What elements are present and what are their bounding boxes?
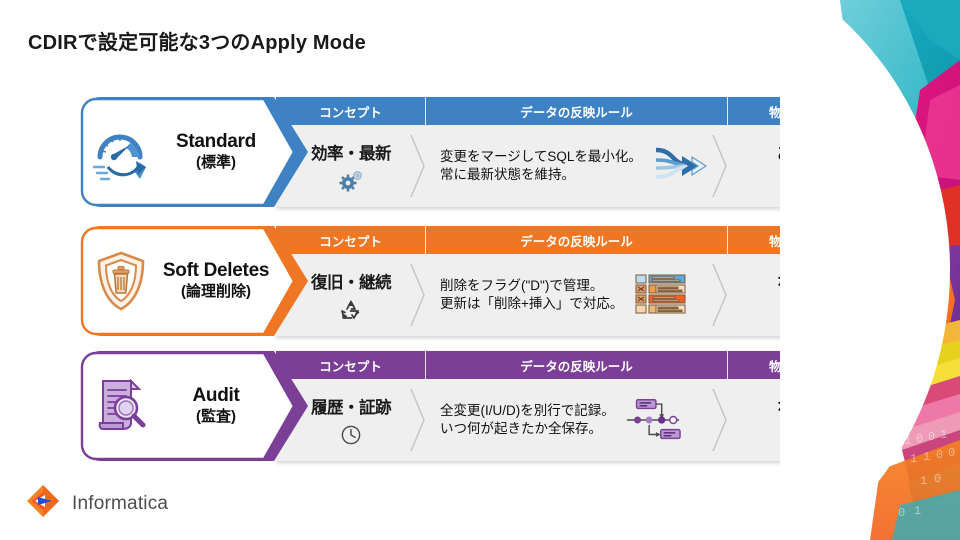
- concept-text: 効率・最新: [311, 145, 392, 163]
- brand-logo: Informatica: [26, 484, 168, 523]
- header-rule: データの反映ルール: [426, 226, 728, 254]
- svg-text:0: 0: [936, 448, 943, 462]
- clock-icon: [340, 424, 362, 446]
- concept-text: 復旧・継続: [311, 274, 392, 292]
- svg-text:1: 1: [904, 434, 911, 448]
- panel-body: 効率・最新: [276, 125, 860, 207]
- concept-text: 履歴・証跡: [311, 399, 392, 417]
- concept-cell: 履歴・証跡: [276, 379, 426, 461]
- mode-name-jp: (論理削除): [181, 282, 251, 300]
- svg-text:1: 1: [923, 450, 930, 464]
- mode-row-standard: コンセプト データの反映ルール 物理削除 効率・最新: [78, 97, 860, 207]
- flagged-records-icon: [633, 272, 689, 318]
- mode-name-en: Standard: [176, 130, 256, 152]
- mode-panel: コンセプト データの反映ルール 物理削除 復旧・継続: [276, 226, 860, 336]
- header-rule: データの反映ルール: [426, 97, 728, 125]
- gears-icon: [338, 170, 364, 192]
- svg-text:0: 0: [934, 472, 941, 486]
- svg-text:0: 0: [928, 430, 935, 444]
- document-magnifier-icon: [90, 371, 152, 441]
- speedometer-refresh-icon: [90, 117, 152, 187]
- mode-panel: コンセプト データの反映ルール 物理削除 効率・最新: [276, 97, 860, 207]
- card-shape: [80, 351, 308, 461]
- rule-cell: 全変更(I/U/D)を別行で記録。 いつ何が起きたか全保存。: [426, 379, 728, 461]
- mode-card-standard[interactable]: Standard (標準): [78, 97, 310, 207]
- concept-cell: 効率・最新: [276, 125, 426, 207]
- rule-text: 削除をフラグ("D")で管理。 更新は「削除+挿入」で対応。: [440, 277, 623, 313]
- svg-text:0: 0: [948, 446, 955, 460]
- svg-text:1: 1: [914, 504, 921, 518]
- rule-cell: 変更をマージしてSQLを最小化。 常に最新状態を維持。: [426, 125, 728, 207]
- column-divider-chevron: [712, 134, 727, 198]
- mode-card-soft-deletes[interactable]: Soft Deletes (論理削除): [78, 226, 310, 336]
- rule-text: 全変更(I/U/D)を別行で記録。 いつ何が起きたか全保存。: [440, 402, 615, 438]
- column-header-bar: コンセプト データの反映ルール 物理削除: [276, 226, 860, 254]
- recycle-icon: [338, 299, 364, 321]
- header-rule: データの反映ルール: [426, 351, 728, 379]
- panel-body: 履歴・証跡 全変更(I/U/D)を別行で記録。 いつ何が起きたか全保存。: [276, 379, 860, 461]
- page-title: CDIRで設定可能な3つのApply Mode: [28, 32, 366, 54]
- rule-cell: 削除をフラグ("D")で管理。 更新は「削除+挿入」で対応。: [426, 254, 728, 336]
- informatica-diamond-logo-icon: [26, 484, 60, 523]
- rule-line-2: いつ何が起きたか全保存。: [440, 421, 602, 436]
- shield-trash-icon: [90, 246, 152, 316]
- svg-text:0: 0: [916, 432, 923, 446]
- header-concept: コンセプト: [276, 351, 426, 379]
- mode-card-audit[interactable]: Audit (監査): [78, 351, 310, 461]
- column-header-bar: コンセプト データの反映ルール 物理削除: [276, 97, 860, 125]
- mode-name-jp: (標準): [196, 153, 236, 171]
- header-concept: コンセプト: [276, 97, 426, 125]
- rule-text: 変更をマージしてSQLを最小化。 常に最新状態を維持。: [440, 148, 642, 184]
- header-concept: コンセプト: [276, 226, 426, 254]
- column-divider-chevron: [712, 388, 727, 452]
- rule-line-2: 常に最新状態を維持。: [440, 167, 575, 182]
- concept-cell: 復旧・継続: [276, 254, 426, 336]
- mode-name-jp: (監査): [196, 407, 236, 425]
- column-divider-chevron: [410, 388, 425, 452]
- mode-row-soft-deletes: コンセプト データの反映ルール 物理削除 復旧・継続: [78, 226, 860, 336]
- card-shape: [80, 97, 308, 207]
- column-divider-chevron: [410, 263, 425, 327]
- mode-name-en: Audit: [192, 384, 240, 406]
- svg-text:1: 1: [920, 474, 927, 488]
- merge-arrows-icon: [652, 143, 708, 189]
- panel-body: 復旧・継続: [276, 254, 860, 336]
- mode-panel: コンセプト データの反映ルール 物理削除 履歴・証跡: [276, 351, 860, 461]
- column-header-bar: コンセプト データの反映ルール 物理削除: [276, 351, 860, 379]
- rule-line-2: 更新は「削除+挿入」で対応。: [440, 296, 624, 311]
- rule-line-1: 削除をフラグ("D")で管理。: [440, 277, 604, 293]
- audit-timeline-icon: [625, 397, 681, 443]
- svg-text:1: 1: [910, 452, 917, 466]
- card-shape: [80, 226, 308, 336]
- mode-name-en: Soft Deletes: [162, 259, 270, 281]
- column-divider-chevron: [712, 263, 727, 327]
- rule-line-1: 全変更(I/U/D)を別行で記録。: [440, 402, 615, 418]
- svg-text:0: 0: [898, 506, 905, 520]
- brand-name: Informatica: [72, 492, 169, 514]
- rule-line-1: 変更をマージしてSQLを最小化。: [440, 148, 642, 164]
- column-divider-chevron: [410, 134, 425, 198]
- mode-row-audit: コンセプト データの反映ルール 物理削除 履歴・証跡: [78, 351, 860, 461]
- svg-text:1: 1: [940, 428, 947, 442]
